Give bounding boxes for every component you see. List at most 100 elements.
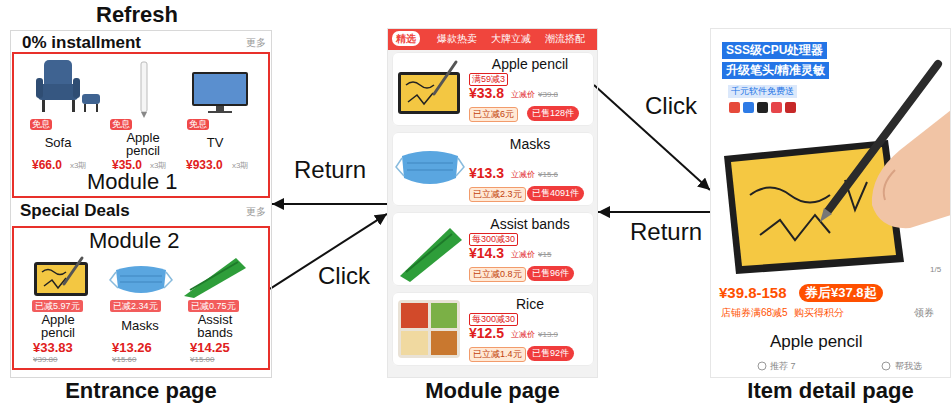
sofa-image — [72, 100, 75, 112]
tv-image — [208, 111, 232, 113]
promo-tag: 每300减30 — [469, 233, 518, 246]
item-background — [710, 28, 951, 378]
card-mask-image — [402, 151, 458, 184]
product-name: Rice — [469, 296, 591, 312]
more-link: 更多 — [246, 206, 266, 218]
software-icons — [729, 102, 740, 113]
tablet-image — [64, 258, 82, 284]
tablet-image — [37, 265, 85, 293]
hand-image — [872, 110, 951, 228]
tab: 爆款热卖 — [437, 33, 477, 45]
original-price: ¥13.9 — [538, 330, 558, 340]
sofa-image — [82, 94, 100, 104]
card-tablet-image — [398, 62, 460, 114]
price: ¥13.26 — [112, 340, 152, 355]
edge-label: Return — [294, 156, 366, 184]
item-card-background — [392, 292, 594, 366]
card-rice-image — [398, 300, 460, 358]
product-title: Apple pencil — [770, 332, 863, 352]
discount-pill: 已立减2.3元 — [469, 187, 526, 202]
pen-image — [828, 64, 938, 211]
product-name: Masks — [469, 136, 591, 152]
edge-label: Click — [318, 262, 370, 290]
more-link: 更多 — [246, 37, 266, 49]
action-label: 推荐 7 — [770, 361, 796, 372]
mask-image — [120, 276, 162, 282]
item-card: Assist bands每300减30¥14.3立减价¥15已立减0.8元已售9… — [392, 212, 594, 286]
tablet-image — [34, 258, 88, 296]
sold-count: 已售4091件 — [527, 186, 584, 201]
price: ¥35.0 — [112, 158, 142, 172]
module-page-background — [392, 31, 420, 46]
pencil-image — [141, 62, 147, 112]
card-mask-image — [407, 163, 453, 170]
item-card-background — [392, 132, 594, 206]
promo-text: 购买得积分 — [794, 307, 844, 319]
price-label: 立减价 — [511, 330, 535, 340]
discount-tag: 已减0.75元 — [188, 300, 239, 312]
interest-free-tag: 免息 — [30, 119, 52, 130]
action-icons — [758, 362, 766, 370]
original-price: ¥15.6 — [538, 170, 558, 180]
original-price: ¥15.00 — [190, 355, 214, 365]
tv-image — [192, 72, 248, 113]
hand-image — [884, 170, 895, 200]
software-icons — [785, 102, 796, 113]
discount-pill: 已立减1.4元 — [469, 347, 526, 362]
software-icons — [729, 102, 796, 113]
installment-count: x3期 — [150, 161, 166, 171]
sold-count: 已售92件 — [527, 346, 574, 361]
coupon-link: 领券 — [914, 307, 934, 319]
tablet-image — [42, 270, 66, 289]
price: ¥14.3 — [469, 245, 504, 261]
sofa-image — [36, 78, 43, 98]
action-icons — [882, 362, 890, 370]
promo-text: 店铺券满68减5 — [721, 307, 788, 319]
card-rice-image — [401, 331, 428, 355]
card-tablet-image — [398, 72, 460, 114]
product-name: Assist bands — [469, 216, 591, 232]
item-card-background — [392, 52, 594, 366]
price-label: 立减价 — [511, 170, 535, 180]
original-price: ¥15.60 — [112, 355, 136, 365]
active-tab: 精选 — [396, 33, 416, 45]
band-image — [190, 262, 238, 290]
product-name: Assist bands — [190, 313, 240, 339]
original-price: ¥39.80 — [33, 355, 57, 365]
discount-tag: 已减5.97元 — [32, 300, 83, 312]
edge-label: Click — [645, 92, 697, 120]
product-name: Sofa — [33, 136, 83, 149]
sofa-image — [42, 100, 45, 112]
card-tablet-image — [401, 75, 457, 111]
section-heading: Special Deals — [20, 201, 130, 221]
feature-banner: 升级笔头/精准灵敏 — [722, 62, 829, 79]
section-heading: 0% installment — [22, 33, 141, 53]
product-name: TV — [195, 136, 235, 149]
sofa-image — [84, 104, 86, 112]
item-card-background — [392, 52, 594, 126]
sofa-image — [96, 104, 98, 112]
detail-tablet-image — [731, 147, 896, 266]
price-label: 立减价 — [511, 90, 535, 100]
tab: 潮流搭配 — [545, 33, 585, 45]
coupon-price: 券后¥37.8起 — [799, 284, 883, 302]
promo-badge: 千元软件免费送 — [728, 85, 797, 98]
card-mask-image — [396, 151, 464, 184]
original-price: ¥15 — [538, 250, 551, 260]
item-card: Rice每300减30¥12.5立减价¥13.9已立减1.4元已售92件 — [392, 292, 594, 366]
promo-tag: 每300减30 — [469, 313, 518, 326]
navigation-arrow — [598, 211, 710, 213]
module-label: Module 2 — [89, 229, 180, 253]
price-range: ¥39.8-158 — [719, 284, 787, 302]
item-card: Masks¥13.3立减价¥15.6已立减2.3元已售4091件 — [392, 132, 594, 206]
navigation-arrow — [594, 85, 710, 190]
software-icons — [757, 102, 768, 113]
interest-free-tag: 免息 — [110, 119, 132, 130]
interest-free-tag: 免息 — [187, 119, 209, 130]
tv-image — [216, 106, 224, 111]
price-label: 立减价 — [511, 250, 535, 260]
module-page-background — [387, 28, 598, 378]
pencil-image — [141, 62, 147, 118]
entrance-background — [10, 30, 272, 378]
band-image — [184, 258, 246, 298]
